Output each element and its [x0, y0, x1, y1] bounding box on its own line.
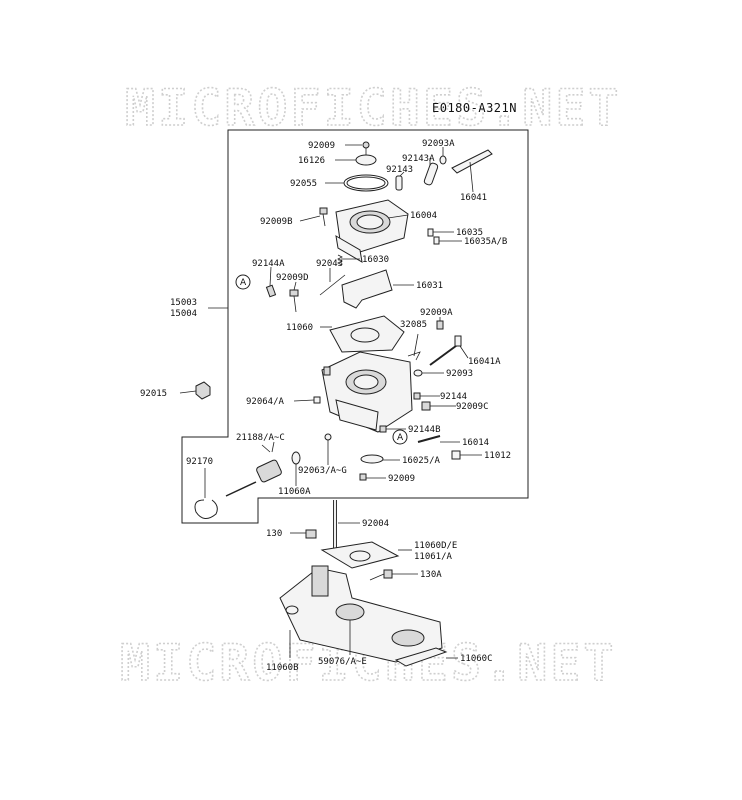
washer-92093	[413, 369, 423, 377]
label-92093a: 92093A	[422, 139, 455, 149]
label-32085: 32085	[400, 320, 427, 330]
label-92015: 92015	[140, 389, 167, 399]
pin-92143a	[423, 162, 439, 186]
gasket-11060de	[320, 541, 400, 569]
label-16030: 16030	[362, 255, 389, 265]
label-11012: 11012	[484, 451, 511, 461]
label-92170: 92170	[186, 457, 213, 467]
air-horn-16004	[335, 199, 409, 263]
label-16031: 16031	[416, 281, 443, 291]
jet-16035	[427, 228, 434, 237]
label-21188: 21188/A~C	[236, 433, 285, 443]
screw-92009d	[289, 289, 299, 313]
carburetor-body	[321, 351, 413, 433]
screw-92009b	[319, 207, 328, 227]
ref-marker-a-lower: A	[392, 429, 408, 445]
label-92144b: 92144B	[408, 425, 441, 435]
label-92009-lower: 92009	[388, 474, 415, 484]
label-130a: 130A	[420, 570, 442, 580]
screw-92009c	[421, 401, 442, 411]
label-11060c: 11060C	[460, 654, 493, 664]
cap-11012	[451, 450, 461, 460]
label-92064a: 92064/A	[246, 397, 285, 407]
label-16041: 16041	[460, 193, 487, 203]
label-92043: 92043	[316, 259, 343, 269]
screw-92144b	[379, 425, 387, 433]
gasket-11060a	[291, 451, 301, 465]
intake-manifold	[279, 565, 443, 663]
label-11060b: 11060B	[266, 663, 299, 673]
label-11061a: 11061/A	[414, 552, 453, 562]
float-16031	[341, 269, 393, 309]
label-15004: 15004	[170, 309, 197, 319]
label-16004: 16004	[410, 211, 437, 221]
jet-16035ab	[433, 236, 440, 245]
label-16041a: 16041A	[468, 357, 501, 367]
screw-92009-lower	[359, 473, 367, 481]
ref-marker-a-upper: A	[235, 274, 251, 290]
label-92143: 92143	[386, 165, 413, 175]
label-92009c: 92009C	[456, 402, 489, 412]
svg-text:A: A	[240, 278, 247, 288]
label-11060de: 11060D/E	[414, 541, 457, 551]
bolt-130a	[369, 569, 393, 581]
lever-16041	[451, 149, 493, 174]
screw-92144a	[265, 284, 277, 298]
label-16126: 16126	[298, 156, 325, 166]
label-16035: 16035	[456, 228, 483, 238]
label-92144a: 92144A	[252, 259, 285, 269]
label-92009a: 92009A	[420, 308, 453, 318]
label-130: 130	[266, 529, 282, 539]
label-92009b: 92009B	[260, 217, 293, 227]
shaft-16041a	[454, 335, 462, 347]
gasket-11060-hole	[350, 327, 380, 343]
assembly-bracket	[181, 129, 529, 524]
screw-16014	[417, 435, 441, 443]
clip-32085	[407, 351, 421, 361]
clamp-92170	[194, 499, 218, 519]
watermark-top: MICROFICHES.NET	[125, 79, 622, 137]
screw-92009-top	[362, 141, 370, 155]
bolt-130	[305, 529, 317, 539]
spring-16030	[337, 254, 343, 266]
plug-92064a	[313, 396, 321, 404]
label-16025a: 16025/A	[402, 456, 441, 466]
nut-92015	[195, 381, 211, 400]
label-92144: 92144	[440, 392, 467, 402]
label-92055: 92055	[290, 179, 317, 189]
screw-92009a	[436, 320, 444, 330]
washer-92093a	[439, 155, 447, 165]
leader-lines	[179, 144, 482, 659]
label-92009d: 92009D	[276, 273, 309, 283]
label-92143a: 92143A	[402, 154, 435, 164]
label-11060: 11060	[286, 323, 313, 333]
label-59076: 59076/A~E	[318, 657, 367, 667]
label-92004: 92004	[362, 519, 389, 529]
label-92009-top: 92009	[308, 141, 335, 151]
diagram-code: E0180-A321N	[432, 101, 517, 115]
svg-text:A: A	[397, 433, 404, 443]
label-16035ab: 16035A/B	[464, 237, 507, 247]
label-11060a: 11060A	[278, 487, 311, 497]
label-92063: 92063/A~G	[298, 466, 347, 476]
screw-92144	[413, 392, 421, 400]
pin-92043	[319, 274, 346, 296]
washer-92063	[324, 433, 332, 441]
pin-92143	[395, 175, 403, 191]
label-16014: 16014	[462, 438, 489, 448]
washer-16126	[355, 154, 377, 166]
solenoid-21188	[225, 441, 282, 497]
bowl-16025a	[360, 454, 384, 464]
label-15003: 15003	[170, 298, 197, 308]
label-92093: 92093	[446, 369, 473, 379]
gasket-11060c	[394, 647, 448, 667]
o-ring-92055-inner	[346, 176, 386, 190]
gasket-11060	[329, 315, 405, 353]
